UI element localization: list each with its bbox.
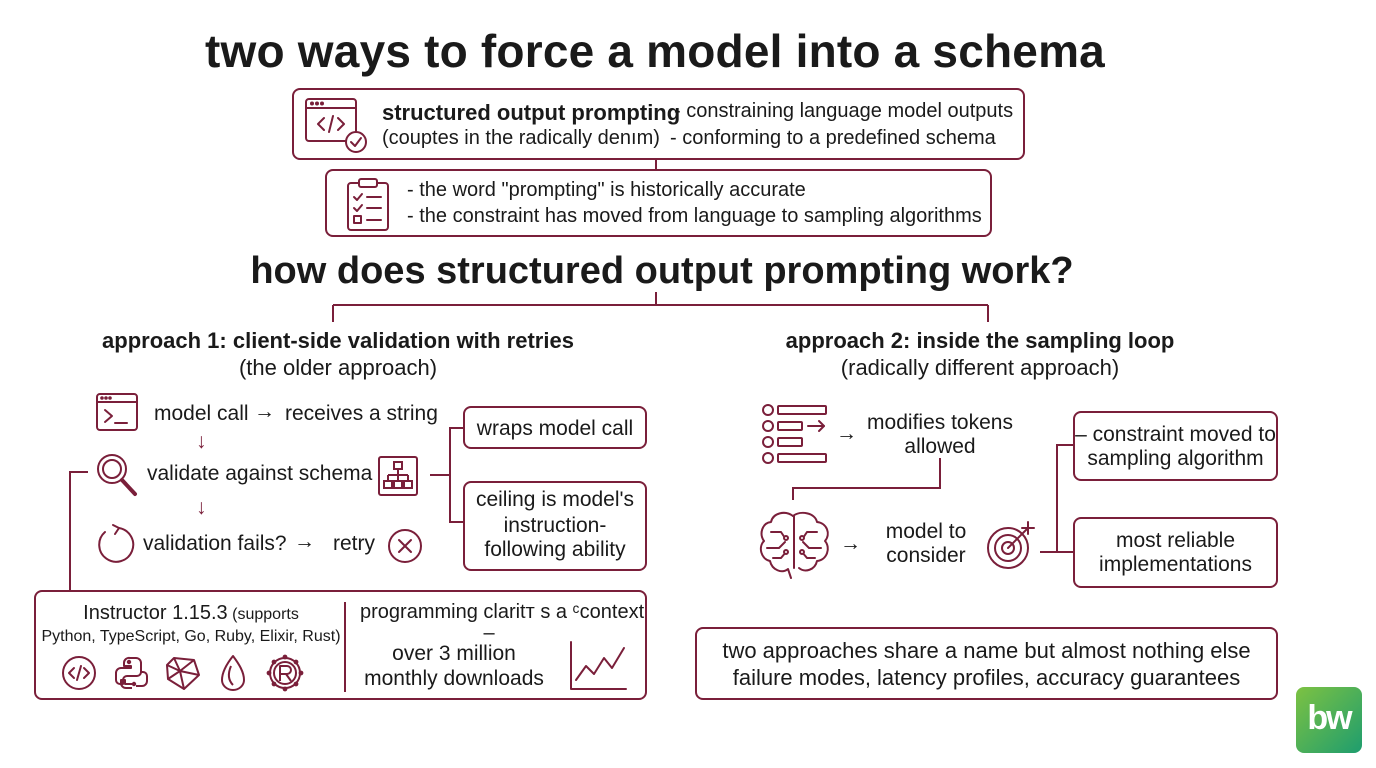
- note-ceiling: following ability: [484, 538, 626, 561]
- history-note-box: - the word "prompting" is historically a…: [325, 169, 992, 237]
- step-validate: validate against schema: [147, 462, 373, 485]
- history-line: - the word "prompting" is historically a…: [407, 179, 806, 201]
- down-arrow: ↓: [196, 496, 207, 519]
- definition-point: - conforming to a predefined schema: [670, 127, 996, 149]
- note-constraint-moved: sampling algorithm: [1087, 447, 1264, 470]
- brain-icon: [757, 510, 833, 580]
- conclusion-box: two approaches share a name but almost n…: [695, 627, 1278, 700]
- page-title: two ways to force a model into a schema: [205, 25, 1105, 77]
- code-icon: [61, 655, 97, 691]
- definition-point: - constraining language model outputs: [674, 100, 1014, 122]
- note-most-reliable: most reliable: [1115, 529, 1236, 552]
- conclusion-line: failure modes, latency profiles, accurac…: [732, 665, 1241, 690]
- section-question: how does structured output prompting wor…: [250, 250, 1074, 292]
- conclusion-line: two approaches share a name but almost n…: [722, 638, 1251, 663]
- token-list-icon: [760, 402, 830, 470]
- step-model-call: model call: [154, 402, 249, 425]
- refresh-icon: [95, 524, 135, 564]
- downloads-count: over 3 million: [392, 642, 516, 665]
- definition-box: structured output prompting (couptes in …: [292, 88, 1025, 160]
- note-wraps-model-call: wraps model call: [476, 417, 634, 440]
- close-circle-icon: [387, 528, 423, 564]
- arrow: →: [836, 422, 857, 445]
- library-dash: –: [483, 622, 495, 644]
- approach-1-title: approach 1: client-side validation with …: [102, 328, 574, 353]
- downloads-label: monthly downloads: [364, 667, 544, 690]
- target-icon: [984, 520, 1036, 572]
- python-icon: [113, 655, 149, 691]
- step-validation-fails: validation fails?: [143, 532, 287, 555]
- rust-icon: [266, 654, 304, 692]
- step-modifies-tokens: modifies tokens: [867, 411, 1013, 434]
- approach-1-subtitle: (the older approach): [238, 355, 438, 380]
- library-supports: (supports: [232, 606, 299, 623]
- arrow: →: [294, 530, 315, 553]
- approach-2-title: approach 2: inside the sampling loop: [785, 328, 1175, 353]
- terminal-icon: [95, 392, 139, 432]
- library-context: programming claritт s a ᶜcontext: [360, 601, 645, 623]
- definition-term: structured output prompting: [382, 100, 681, 125]
- approach-2-subtitle: (radically different approach): [840, 355, 1120, 380]
- hierarchy-icon: [378, 456, 418, 496]
- step-model-to-consider: consider: [886, 544, 966, 567]
- constraint-moved-box: – constraint moved to sampling algorithm: [1073, 411, 1278, 481]
- library-title: Instructor 1.15.3 (supports: [36, 602, 346, 625]
- arrow: →: [254, 400, 275, 423]
- step-retry: retry: [333, 532, 375, 555]
- brand-logo-text: bw: [1307, 699, 1352, 737]
- down-arrow: ↓: [196, 430, 207, 453]
- library-box: Instructor 1.15.3 (supports Python, Type…: [34, 590, 647, 700]
- wraps-model-call-box: wraps model call: [463, 406, 647, 449]
- ceiling-box: ceiling is model's instruction- followin…: [463, 481, 647, 571]
- brand-logo: bw: [1296, 687, 1362, 753]
- clipboard-checklist-icon: [345, 177, 391, 233]
- ruby-icon: [164, 655, 202, 691]
- library-divider: [344, 602, 346, 692]
- most-reliable-box: most reliable implementations: [1073, 517, 1278, 588]
- note-most-reliable: implementations: [1099, 553, 1252, 576]
- note-constraint-moved: – constraint moved to: [1075, 423, 1276, 446]
- step-receives-string: receives a string: [285, 402, 438, 425]
- trend-chart-icon: [568, 640, 628, 692]
- elixir-icon: [219, 654, 247, 692]
- arrow: →: [840, 532, 861, 555]
- definition-term-note: (couptes in the radically denım): [382, 127, 660, 149]
- magnifier-icon: [95, 452, 139, 498]
- library-name: Instructor 1.15.3: [83, 602, 228, 624]
- note-ceiling: ceiling is model's: [475, 488, 635, 511]
- step-modifies-tokens: allowed: [904, 435, 976, 458]
- history-line: - the constraint has moved from language…: [407, 205, 982, 227]
- note-ceiling: instruction-: [503, 514, 607, 537]
- library-languages: Python, TypeScript, Go, Ruby, Elixir, Ru…: [41, 628, 341, 645]
- step-model-to-consider: model to: [885, 520, 967, 543]
- code-window-check-icon: [304, 96, 368, 154]
